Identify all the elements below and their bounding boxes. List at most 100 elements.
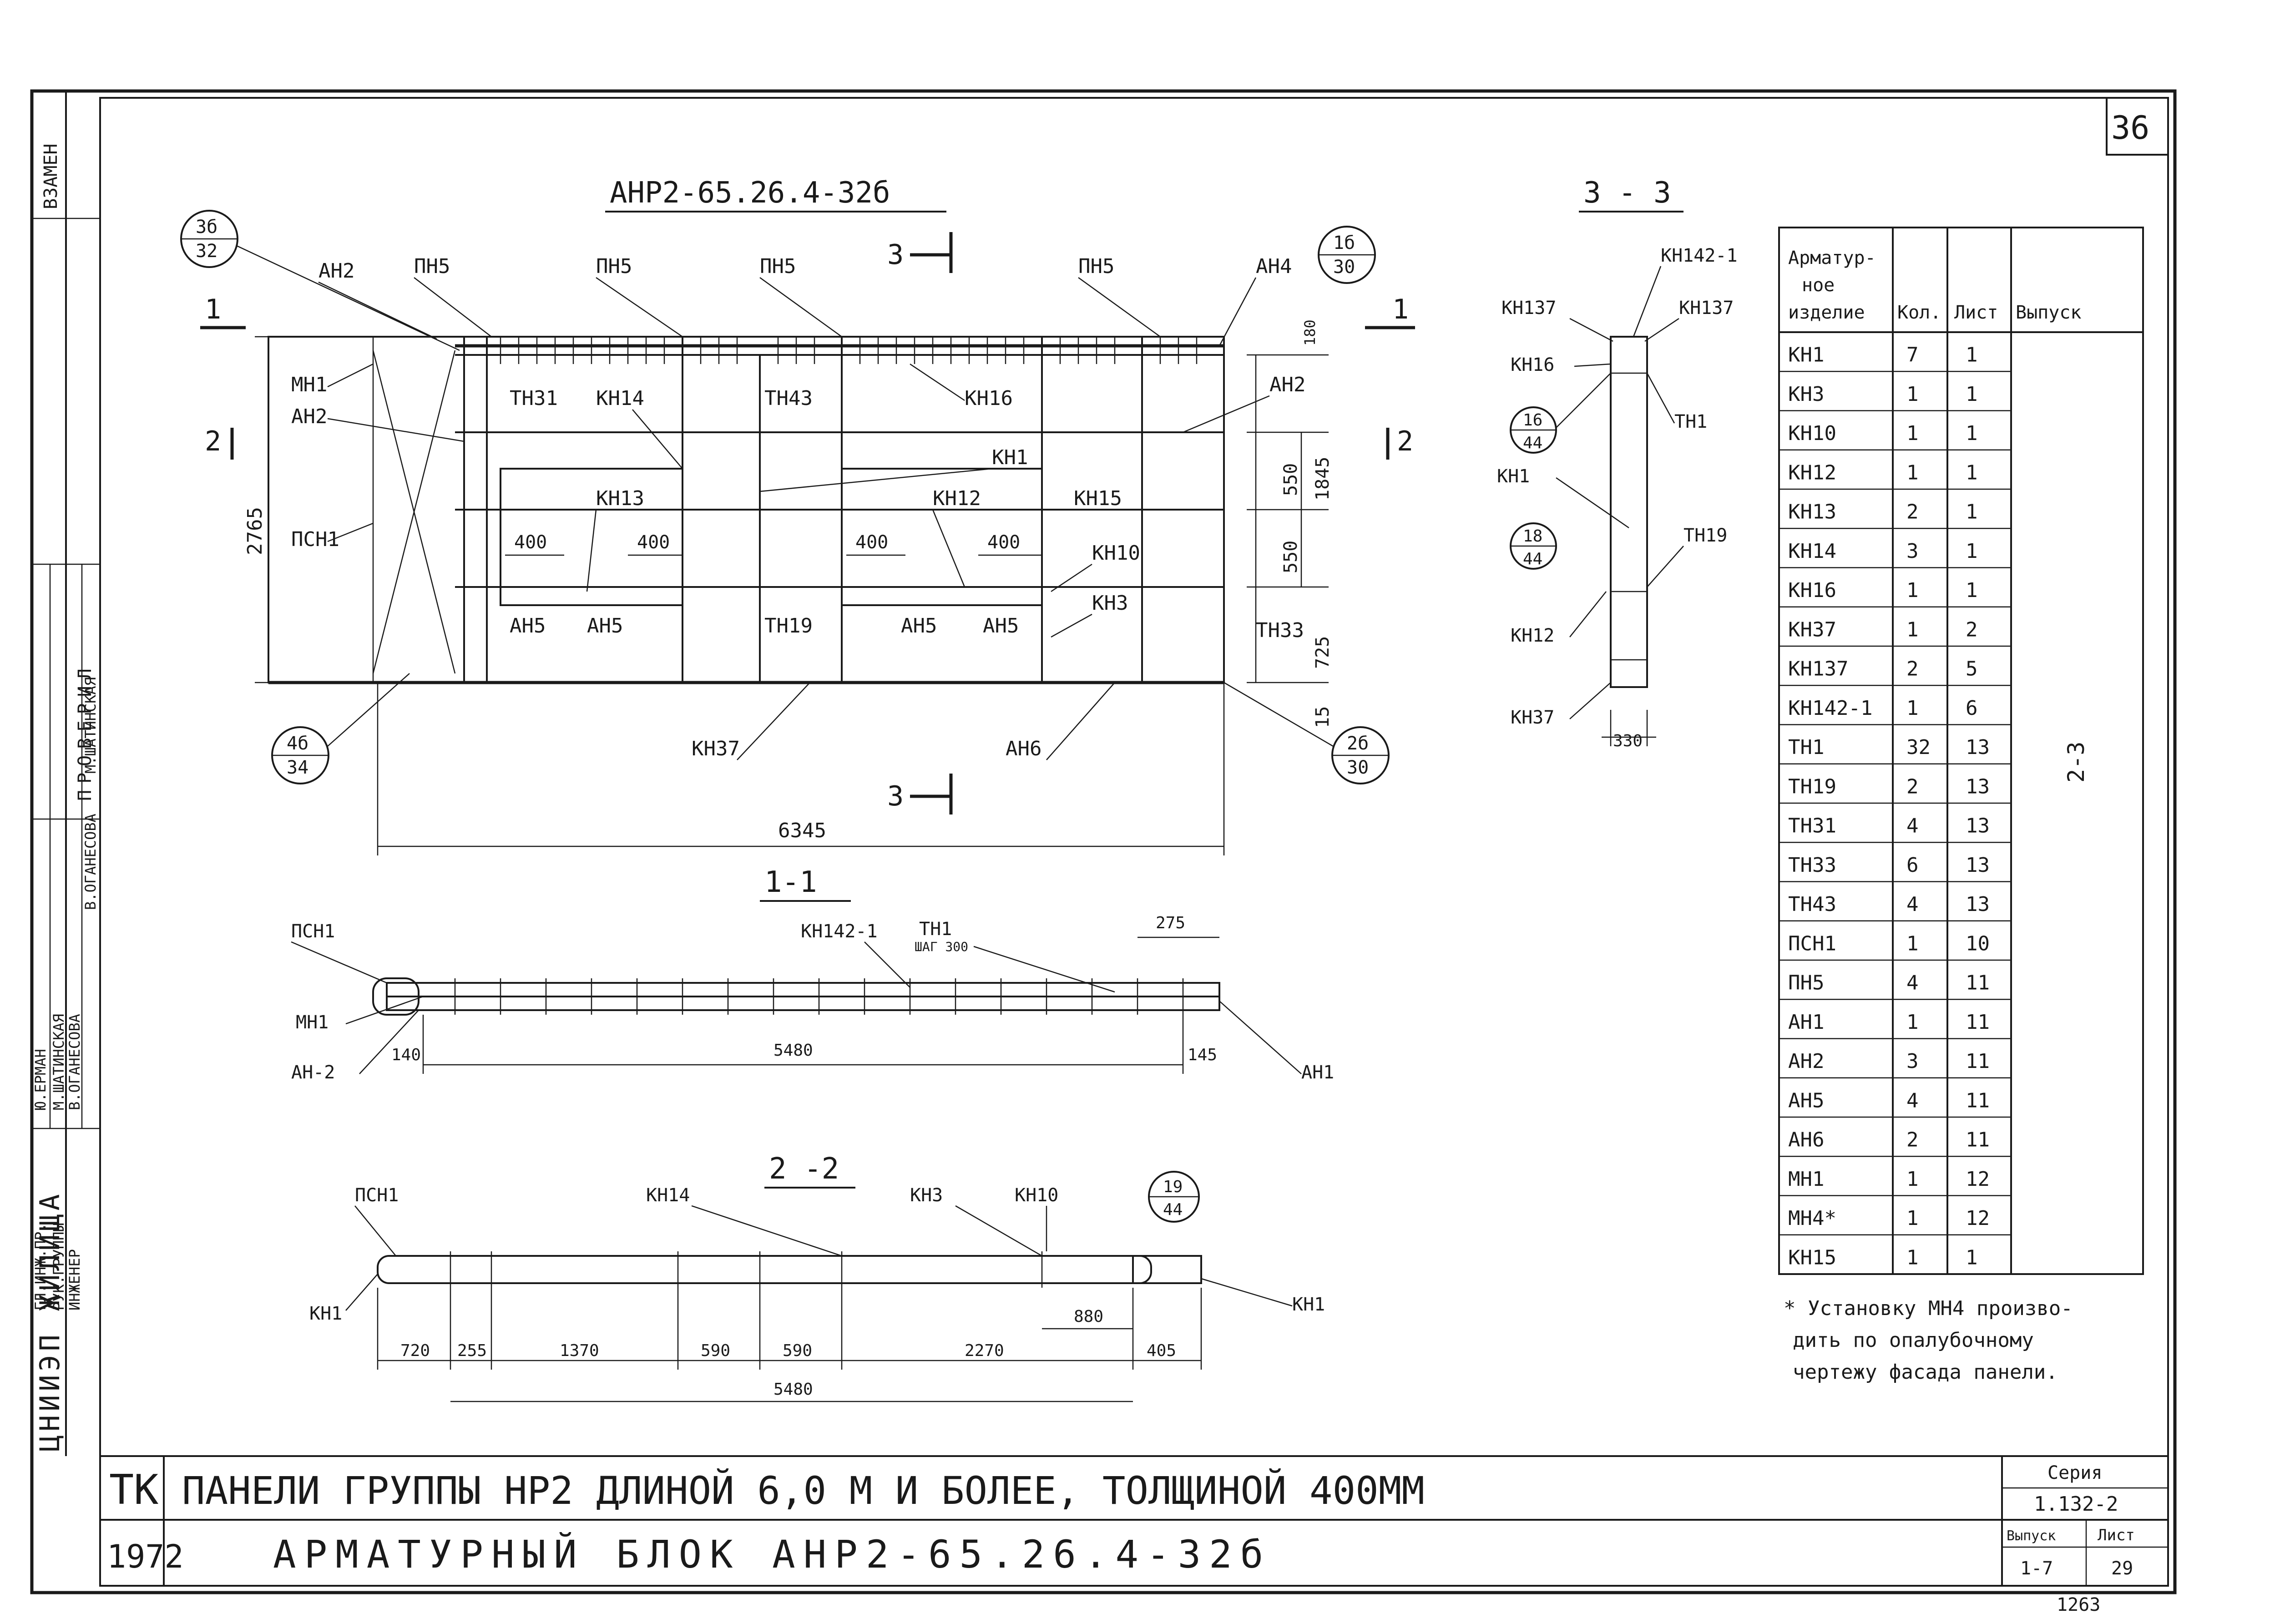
spec-header-qty: Кол. [1897, 302, 1941, 323]
spec-cell-qty: 1 [1906, 1011, 1919, 1034]
label-kn10: КН10 [1092, 541, 1140, 565]
svg-text:19: 19 [1163, 1178, 1183, 1196]
title-line-2: АРМАТУРНЫЙ БЛОК АНР2-65.26.4-32б [273, 1532, 1271, 1577]
spec-cell-sheet: 11 [1966, 1089, 1990, 1112]
s22-psn1: ПСН1 [355, 1185, 399, 1206]
label-pn5-c: ПН5 [760, 255, 796, 278]
label-kn16: КН16 [965, 387, 1013, 410]
label-kn14: КН14 [596, 387, 644, 410]
spec-cell-sheet: 12 [1966, 1207, 1990, 1230]
s11-dim-5480: 5480 [774, 1041, 813, 1060]
label-pn5-a: ПН5 [414, 255, 450, 278]
sheet-label: Лист [2098, 1526, 2135, 1544]
s33-kn16: КН16 [1511, 354, 1554, 375]
dim-15: 15 [1312, 706, 1333, 728]
s11-dim-275: 275 [1156, 914, 1185, 932]
svg-text:18: 18 [1523, 527, 1542, 546]
stamp-name-5: М.ШАТИНСКАЯ [82, 677, 99, 774]
spec-cell-qty: 7 [1906, 344, 1919, 367]
label-ah2-right: АН2 [1269, 373, 1305, 396]
s22-kn1-b: КН1 [1292, 1294, 1325, 1315]
spec-cell-qty: 2 [1906, 1128, 1919, 1152]
stamp-org: ЦНИИЭП ЖИЛИЩА [34, 1190, 66, 1452]
label-kn13: КН13 [596, 487, 644, 510]
label-tn43: ТН43 [764, 387, 813, 410]
label-mh1: МН1 [291, 373, 327, 396]
section-3-3: 3 - 3 330 16 44 18 44 КН142-1 КН137 КН [1497, 176, 1738, 750]
label-ah4: АН4 [1256, 255, 1292, 278]
svg-text:1: 1 [205, 293, 221, 325]
dim-180: 180 [1301, 319, 1319, 346]
spec-cell-sheet: 1 [1966, 383, 1978, 406]
spec-issue-value: 2-3 [2063, 742, 2089, 783]
s22-dim-2270: 2270 [965, 1341, 1004, 1360]
spec-cell-sheet: 13 [1966, 815, 1990, 838]
callout-bubble-2b-30: 2б 30 [1223, 682, 1390, 784]
spec-cell-sheet: 11 [1966, 971, 1990, 995]
title-year: 1972 [107, 1538, 184, 1575]
spec-cell-qty: 4 [1906, 815, 1919, 838]
section-2-2-title: 2 -2 [769, 1152, 839, 1186]
spec-cell-sheet: 10 [1966, 932, 1990, 955]
spec-cell-item: АН1 [1788, 1011, 1824, 1034]
sheet-number: 36 [2111, 109, 2149, 147]
s22-dim-1370: 1370 [560, 1341, 599, 1360]
spec-cell-qty: 4 [1906, 893, 1919, 916]
section-1-1-title: 1-1 [764, 865, 817, 899]
label-ah5-b: АН5 [587, 614, 623, 637]
spec-cell-sheet: 1 [1966, 344, 1978, 367]
stamp-name-1: Ю.ЕРМАН [32, 1049, 49, 1110]
label-ah6: АН6 [1006, 737, 1041, 760]
note-line-3: чертежу фасада панели. [1793, 1361, 2058, 1384]
label-ah5-c: АН5 [901, 614, 937, 637]
s22-kn14: КН14 [646, 1185, 690, 1206]
spec-cell-qty: 4 [1906, 1089, 1919, 1112]
spec-cell-qty: 1 [1906, 932, 1919, 955]
s11-kn142: КН142-1 [801, 921, 878, 942]
label-tn19: ТН19 [764, 614, 813, 637]
spec-cell-item: АН2 [1788, 1050, 1824, 1073]
svg-text:2: 2 [205, 425, 221, 457]
series-label: Серия [2048, 1462, 2102, 1483]
stamp-name-4: В.ОГАНЕСОВА [82, 814, 99, 910]
spec-cell-qty: 2 [1906, 775, 1919, 798]
spec-header-item-2: ное [1802, 275, 1835, 296]
svg-text:4б: 4б [287, 733, 308, 754]
stamp-role-1: ГЛ.ИНЖ.ПР. [32, 1223, 49, 1310]
note-line-1: * Установку МН4 произво- [1784, 1297, 2073, 1320]
s22-dim-590-b: 590 [783, 1341, 812, 1360]
svg-text:44: 44 [1163, 1200, 1183, 1219]
spec-cell-sheet: 2 [1966, 618, 1978, 641]
spec-cell-sheet: 6 [1966, 697, 1978, 720]
callout-bubble-16-44: 16 44 [1510, 373, 1611, 454]
stamp-role-2: РУК.ГРУППЫ [50, 1223, 67, 1310]
spec-header-issue: Выпуск [2016, 302, 2082, 323]
s33-tn1: ТН1 [1674, 411, 1707, 432]
spec-cell-item: АН5 [1788, 1089, 1824, 1112]
spec-cell-sheet: 1 [1966, 461, 1978, 484]
spec-cell-item: КН14 [1788, 540, 1836, 563]
spec-cell-sheet: 11 [1966, 1011, 1990, 1034]
callout-bubble-18-44: 18 44 [1510, 522, 1557, 570]
s22-dim-405: 405 [1147, 1341, 1176, 1360]
dim-height: 2765 [243, 507, 267, 555]
spec-header-sheet: Лист [1954, 302, 1998, 323]
spec-cell-item: ПН5 [1788, 971, 1824, 995]
callout-bubble-3b-32: 3б 32 [180, 210, 460, 351]
spec-cell-item: ТН1 [1788, 736, 1824, 759]
section-3-3-dim: 330 [1613, 732, 1643, 750]
spec-cell-qty: 3 [1906, 540, 1919, 563]
section-1-1: 1-1 ПСН1 КН142-1 ТН1 ШАГ 300 МН1 АН-2 [291, 865, 1334, 1083]
spec-cell-item: АН6 [1788, 1128, 1824, 1152]
sheet-value: 29 [2111, 1558, 2133, 1579]
callout-bubble-4b-34: 4б 34 [271, 673, 410, 784]
svg-text:3: 3 [887, 780, 904, 812]
label-kn3: КН3 [1092, 592, 1128, 615]
spec-cell-item: КН16 [1788, 579, 1836, 602]
callout-bubble-19-44: 19 44 [1148, 1171, 1200, 1223]
svg-text:16: 16 [1523, 411, 1542, 430]
dim-400-c: 400 [855, 532, 888, 553]
label-tn33: ТН33 [1256, 619, 1304, 642]
svg-text:30: 30 [1333, 257, 1355, 278]
